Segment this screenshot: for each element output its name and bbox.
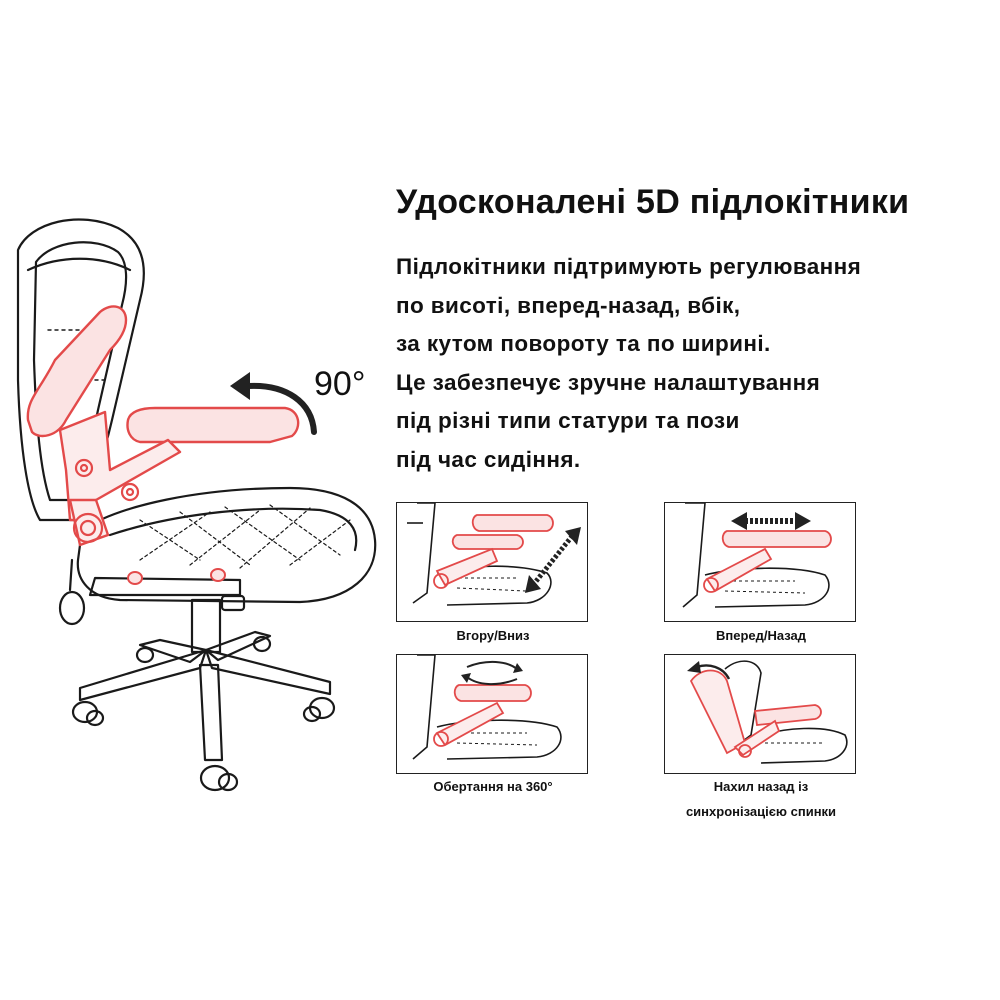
panel-caption: Вгору/Вниз: [456, 628, 530, 643]
description-line: по висоті, вперед-назад, вбік,: [396, 292, 741, 318]
up-down-arrow-icon: [525, 527, 581, 593]
description-line: Підлокітники підтримують регулювання: [396, 254, 862, 279]
panel-caption: Вперед/Назад: [715, 628, 807, 643]
panel-caption-line: Нахил назад із: [713, 779, 809, 794]
description-line: під різні типи статури та пози: [396, 408, 740, 433]
left-right-arrow-icon: [731, 512, 811, 530]
panel-rotation: [396, 654, 588, 774]
rotation-angle-label: 90°: [314, 365, 366, 403]
description-line: Це забезпечує зручне налаштування: [396, 369, 821, 395]
tilt-back-icon: [687, 661, 731, 680]
panel-forward-back: [664, 502, 856, 622]
description: Підлокітники підтримують регулювання по …: [396, 248, 996, 479]
rotate-arrow-icon: [230, 372, 317, 435]
page-title: Удосконалені 5D підлокітники: [396, 183, 910, 221]
panel-up-down: [396, 502, 588, 622]
description-line: під час сидіння.: [396, 446, 581, 472]
panel-tilt-back: [664, 654, 856, 774]
description-line: за кутом повороту та по ширині.: [396, 331, 771, 356]
panel-caption: Обертання на 360°: [433, 779, 553, 794]
rotate-360-icon: [461, 661, 523, 685]
panel-caption-line: синхронізацією спинки: [685, 804, 837, 819]
